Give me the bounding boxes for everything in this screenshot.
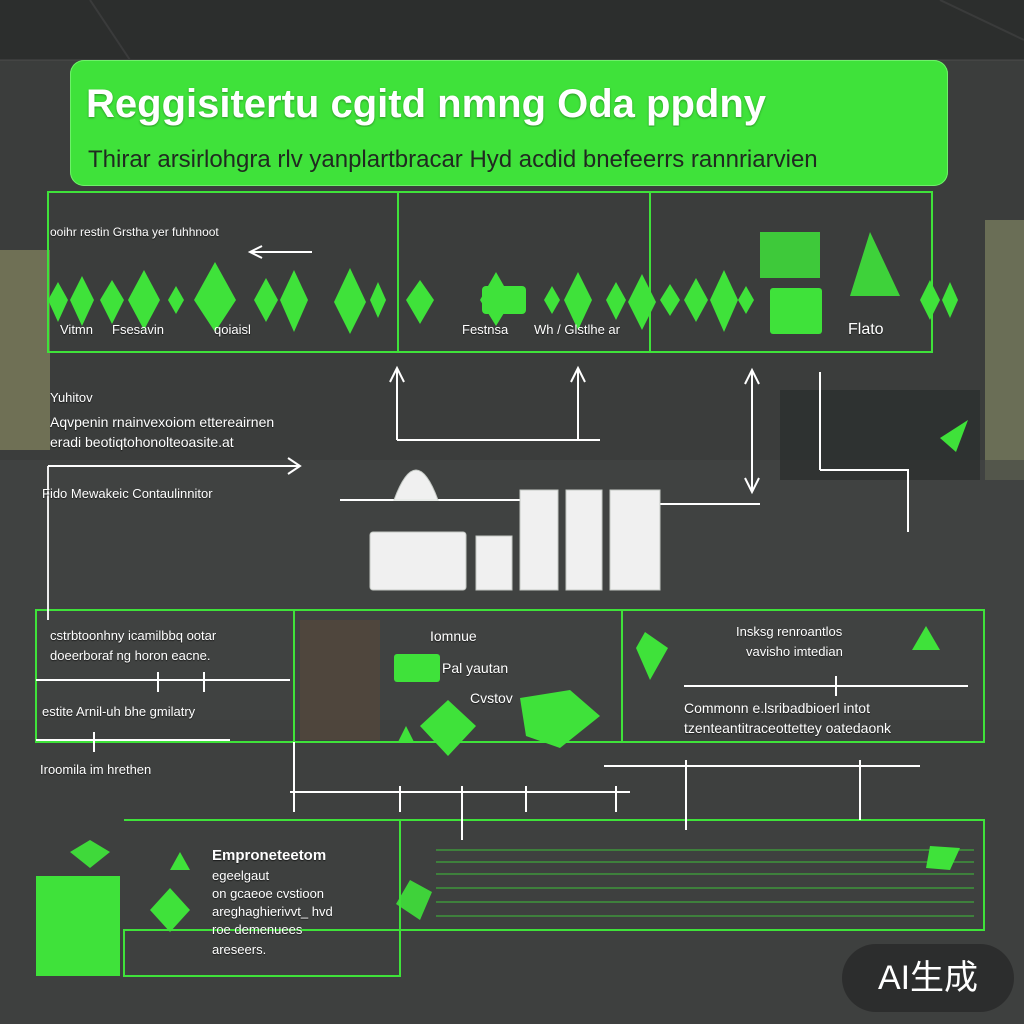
plant-icons (36, 232, 968, 976)
top-label-2: Fsesavin (112, 322, 165, 337)
header-banner: Reggisitertu cgitd nmng Oda ppdny Thirar… (70, 60, 948, 186)
top-panel-caption: ooihr restin Grstha yer fuhhnoot (50, 225, 219, 239)
top-label-3: qoiaisl (214, 322, 251, 337)
middle-line-2: eradi beotiqtohonolteoasite.at (50, 434, 234, 450)
lower-left-text-1: cstrbtoonhny icamilbbq ootar (50, 628, 217, 643)
lower-left-text-2: doeerboraf ng horon eacne. (50, 648, 211, 663)
lower-center-label-1: Iomnue (430, 628, 477, 644)
top-label-1: Vitmn (60, 322, 93, 337)
middle-line-1: Aqvpenin rnainvexoiom ettereairnen (50, 414, 275, 430)
top-label-5: Wh / Glstlhe ar (534, 322, 620, 337)
lower-left-text-4: Iroomila im hrethen (40, 762, 152, 777)
diagram-subtitle: Thirar arsirlohgra rlv yanplartbracar Hy… (88, 146, 818, 173)
lower-right-text-4: tzenteantitraceottettey oatedaonk (684, 720, 892, 736)
lower-center-label-3: Cvstov (470, 690, 513, 706)
bottom-line-1: egeelgaut (212, 868, 270, 883)
bottom-heading: Emproneteetom (212, 847, 327, 864)
lower-right-text-2: vavisho imtedian (746, 644, 843, 659)
bottom-line-5: areseers. (212, 942, 267, 957)
lower-right-text-3: Commonn e.lsribadbioerl intot (684, 700, 870, 716)
lower-center-label-2: Pal yautan (442, 660, 509, 676)
lower-left-text-3: estite Arnil-uh bhe gmilatry (42, 704, 196, 719)
ai-generated-watermark: AI生成 (842, 944, 1014, 1012)
top-panel-frame (47, 191, 933, 353)
middle-line-3: Fido Mewakeic Contaulinnitor (42, 486, 213, 501)
lower-right-text-1: Insksg renroantlos (736, 624, 843, 639)
top-label-4: Festnsa (462, 322, 509, 337)
bottom-line-3: areghaghierivvt_ hvd (212, 904, 333, 919)
diagram-title: Reggisitertu cgitd nmng Oda ppdny (86, 82, 766, 126)
bottom-line-4: roe demenuees (212, 922, 303, 937)
lower-panel-frame (35, 609, 985, 743)
bottom-line-2: on gcaeoe cvstioon (212, 886, 325, 901)
middle-heading: Yuhitov (50, 390, 93, 405)
top-label-6: Flato (848, 321, 884, 338)
bottom-panel-frame (123, 819, 985, 977)
